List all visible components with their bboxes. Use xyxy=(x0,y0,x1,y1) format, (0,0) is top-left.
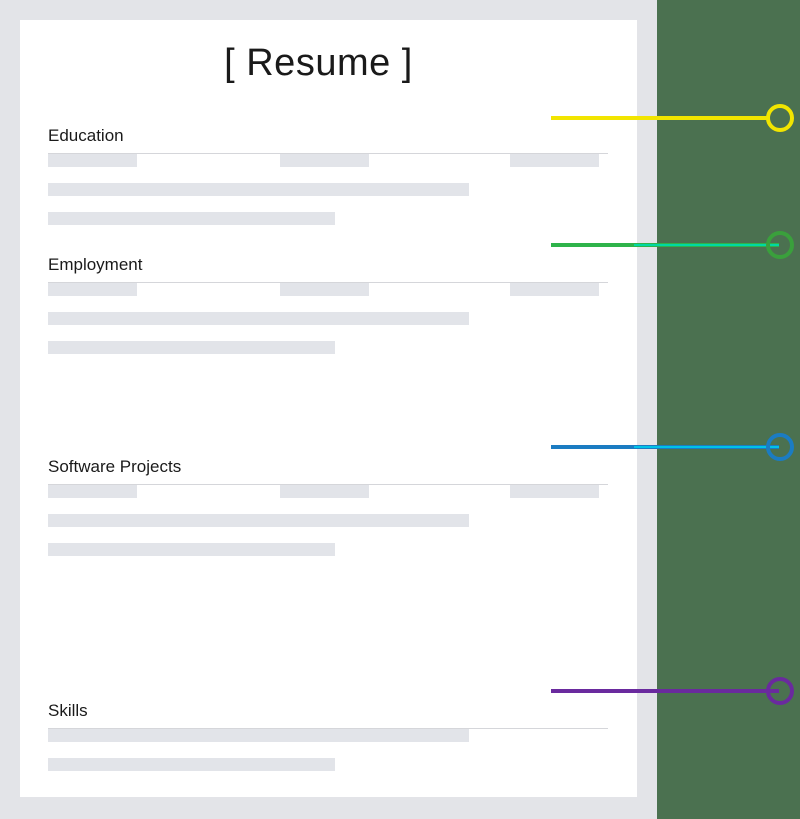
placeholder-bar xyxy=(510,485,599,498)
yellow-connector[interactable] xyxy=(0,98,800,138)
placeholder-row xyxy=(48,485,616,498)
connector-marker-circle-icon[interactable] xyxy=(766,231,794,259)
placeholder-row xyxy=(48,514,616,527)
placeholder-row xyxy=(48,154,616,167)
section-skills: Skills xyxy=(48,701,616,771)
placeholder-bar xyxy=(48,212,335,225)
page-title: [ Resume ] xyxy=(224,42,413,84)
placeholder-bar xyxy=(280,485,369,498)
connector-line xyxy=(551,689,779,693)
section-rule xyxy=(48,484,608,485)
connector-marker-circle-icon[interactable] xyxy=(766,104,794,132)
blue-connector[interactable] xyxy=(0,427,800,467)
placeholder-bar xyxy=(510,154,599,167)
section-heading-education: Education xyxy=(48,126,124,145)
section-heading-skills: Skills xyxy=(48,701,88,720)
connector-line xyxy=(551,116,770,120)
section-rule xyxy=(48,153,608,154)
placeholder-bar xyxy=(48,154,137,167)
placeholder-row xyxy=(48,758,616,771)
placeholder-bar xyxy=(48,283,137,296)
connector-marker-circle-icon[interactable] xyxy=(766,677,794,705)
placeholder-bar xyxy=(48,312,469,325)
placeholder-row xyxy=(48,729,616,742)
section-employment: Employment xyxy=(48,255,616,354)
placeholder-row xyxy=(48,183,616,196)
placeholder-bar xyxy=(48,341,335,354)
connector-line-highlight xyxy=(634,244,779,246)
section-heading-software-projects: Software Projects xyxy=(48,457,182,476)
placeholder-bar xyxy=(280,283,369,296)
placeholder-bar xyxy=(48,729,469,742)
placeholder-bar xyxy=(280,154,369,167)
connector-marker-circle-icon[interactable] xyxy=(766,433,794,461)
placeholder-row xyxy=(48,212,616,225)
connector-line-highlight xyxy=(634,446,779,448)
section-education: Education xyxy=(48,126,616,225)
placeholder-bar xyxy=(510,283,599,296)
section-software-projects: Software Projects xyxy=(48,457,616,556)
placeholder-row xyxy=(48,283,616,296)
purple-connector[interactable] xyxy=(0,671,800,711)
placeholder-row xyxy=(48,312,616,325)
section-rule xyxy=(48,728,608,729)
placeholder-bar xyxy=(48,485,137,498)
placeholder-row xyxy=(48,543,616,556)
placeholder-bar xyxy=(48,758,335,771)
placeholder-bar xyxy=(48,183,469,196)
green-connector[interactable] xyxy=(0,225,800,265)
section-heading-employment: Employment xyxy=(48,255,143,274)
placeholder-bar xyxy=(48,543,335,556)
placeholder-row xyxy=(48,341,616,354)
section-rule xyxy=(48,282,608,283)
placeholder-bar xyxy=(48,514,469,527)
